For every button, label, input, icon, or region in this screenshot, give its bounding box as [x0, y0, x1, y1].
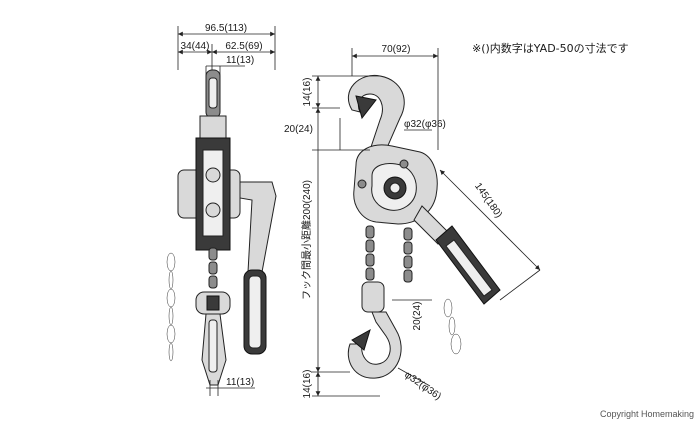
copyright-text: Copyright Homemaking — [600, 409, 694, 419]
yad50-note: ※()内数字はYAD-50の寸法です — [472, 41, 629, 55]
min-distance-label: フック間最小距離200(240) — [300, 180, 313, 300]
front-view-dimensions — [177, 26, 276, 396]
bottom-hook-dia-label: φ32(φ36) — [402, 369, 443, 402]
top-hook-width-label: 11(13) — [226, 55, 254, 66]
top-hook-dia-label: φ32(φ36) — [404, 119, 446, 130]
bottom-hook-offset-label: 20(24) — [412, 302, 423, 331]
handle-length-label: 145(180) — [472, 181, 504, 220]
bottom-hook-width-label: 11(13) — [226, 377, 254, 388]
left-width-label: 34(44) — [181, 41, 210, 52]
bottom-hook-height-label: 14(16) — [302, 370, 313, 399]
side-view-dimensions — [312, 48, 541, 397]
right-width-label: 62.5(69) — [225, 41, 262, 52]
side-top-width-label: 70(92) — [382, 44, 411, 55]
top-hook-height-label: 14(16) — [302, 78, 313, 107]
overall-width-label: 96.5(113) — [205, 23, 247, 34]
front-view-hoist — [166, 69, 277, 386]
top-hook-offset-label: 20(24) — [284, 124, 313, 135]
